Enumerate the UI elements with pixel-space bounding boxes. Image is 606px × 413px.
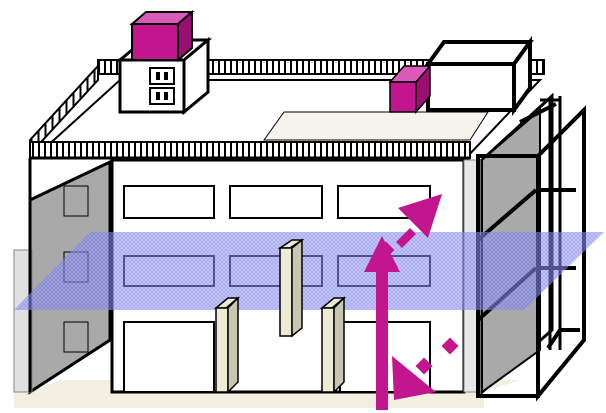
left-window-upper [64,186,88,216]
window-upper-1 [124,186,214,218]
window-upper-2 [230,186,322,218]
opening-ground-1 [124,322,214,392]
column-left [216,298,238,392]
rooftop-equipment-right [428,42,530,110]
left-window-lower [64,322,88,352]
column-center [280,240,302,336]
floor-section-plane [14,232,604,310]
roof-hatch [264,112,488,140]
rooftop-unit-left [132,12,192,60]
roof-railing-front [30,142,470,158]
column-right [322,298,344,392]
